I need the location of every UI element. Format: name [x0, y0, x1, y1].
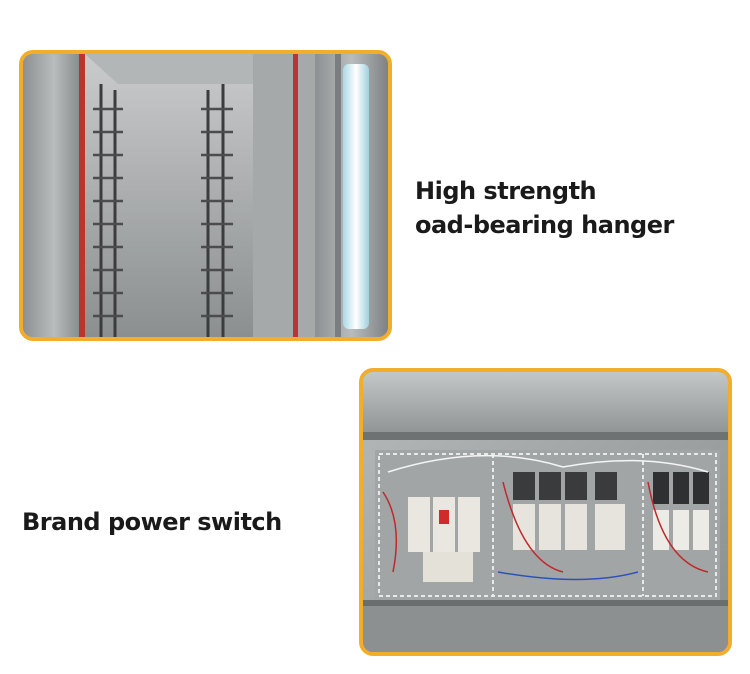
switch-photo [359, 368, 732, 656]
hanger-caption-line2: oad-bearing hanger [415, 211, 674, 239]
oven-interior-image [23, 54, 388, 337]
control-panel-image [363, 372, 728, 652]
hanger-caption-line1: High strength [415, 177, 597, 205]
switch-caption: Brand power switch [22, 508, 282, 536]
hanger-photo [19, 50, 392, 341]
hanger-caption: High strength oad-bearing hanger [415, 174, 674, 242]
